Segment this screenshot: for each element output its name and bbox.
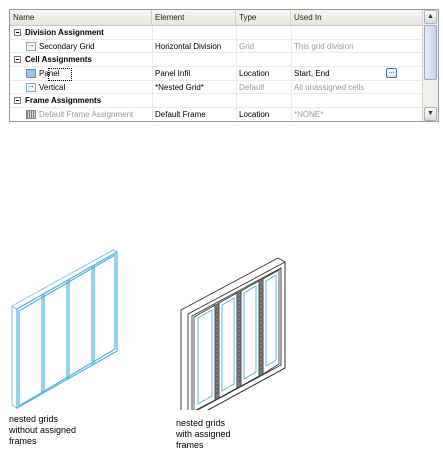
- collapse-icon[interactable]: [14, 97, 21, 105]
- scroll-thumb[interactable]: [424, 25, 437, 80]
- row-type[interactable]: Grid: [239, 41, 255, 51]
- column-header-element[interactable]: Element: [152, 10, 236, 25]
- grid-assignment-icon: [26, 81, 36, 92]
- nested-grid-unframed-illustration: [10, 249, 119, 410]
- column-header-name[interactable]: Name: [10, 10, 152, 25]
- row-name: Panel: [39, 69, 60, 79]
- row-element[interactable]: Horizontal Division: [155, 41, 222, 51]
- group-label: Cell Assignments: [25, 55, 92, 65]
- column-header-type[interactable]: Type: [236, 10, 291, 25]
- frame-icon: [26, 110, 36, 120]
- assignments-table: Name Element Type Used In Division Assig…: [9, 9, 439, 122]
- row-element[interactable]: Default Frame: [155, 110, 206, 120]
- table-row[interactable]: Cell Assignments: [10, 53, 422, 68]
- scroll-up-icon[interactable]: ▲: [424, 10, 437, 24]
- caption-with-frames: nested grids with assigned frames: [176, 418, 231, 450]
- collapse-icon[interactable]: [14, 29, 21, 36]
- row-type[interactable]: Location: [239, 110, 270, 120]
- scroll-down-icon[interactable]: ▼: [424, 107, 437, 121]
- table-row[interactable]: Secondary Grid Horizontal Division Grid …: [10, 40, 422, 54]
- row-used-in[interactable]: All unassigned cells: [294, 82, 365, 92]
- row-name: Default Frame Assignment: [39, 110, 134, 120]
- nested-grid-framed-illustration: [180, 257, 286, 410]
- row-element[interactable]: Panel Infil: [155, 69, 191, 79]
- table-row[interactable]: Default Frame Assignment Default Frame L…: [10, 108, 422, 121]
- column-header-used-in[interactable]: Used In: [294, 13, 322, 22]
- caption-without-frames: nested grids without assigned frames: [9, 414, 77, 446]
- edit-used-in-button[interactable]: ...: [386, 68, 397, 79]
- grid-assignment-icon: [26, 40, 36, 51]
- row-name: Secondary Grid: [39, 41, 95, 51]
- collapse-icon[interactable]: [14, 56, 21, 64]
- panel-icon: [26, 69, 36, 79]
- row-used-in[interactable]: *NONE*: [294, 110, 324, 120]
- group-label: Division Assignment: [25, 28, 104, 37]
- row-type[interactable]: Location: [239, 69, 270, 79]
- row-type[interactable]: Default: [239, 82, 265, 92]
- group-label: Frame Assignments: [25, 96, 102, 106]
- selection-focus: [48, 68, 72, 82]
- row-name: Vertical: [39, 82, 66, 92]
- table-header: Name Element Type Used In: [10, 10, 422, 26]
- table-row[interactable]: Frame Assignments: [10, 94, 422, 109]
- table-body: Division Assignment Secondary Grid Horiz…: [10, 26, 422, 121]
- row-element[interactable]: *Nested Grid*: [155, 82, 204, 92]
- table-row[interactable]: Panel Panel Infil Location Start, End ..…: [10, 67, 422, 82]
- row-used-in[interactable]: This grid division: [294, 41, 354, 51]
- row-used-in[interactable]: Start, End: [294, 69, 330, 79]
- table-row[interactable]: Division Assignment: [10, 26, 422, 40]
- vertical-scrollbar[interactable]: ▲ ▼: [422, 10, 438, 121]
- table-row[interactable]: Vertical *Nested Grid* Default All unass…: [10, 81, 422, 95]
